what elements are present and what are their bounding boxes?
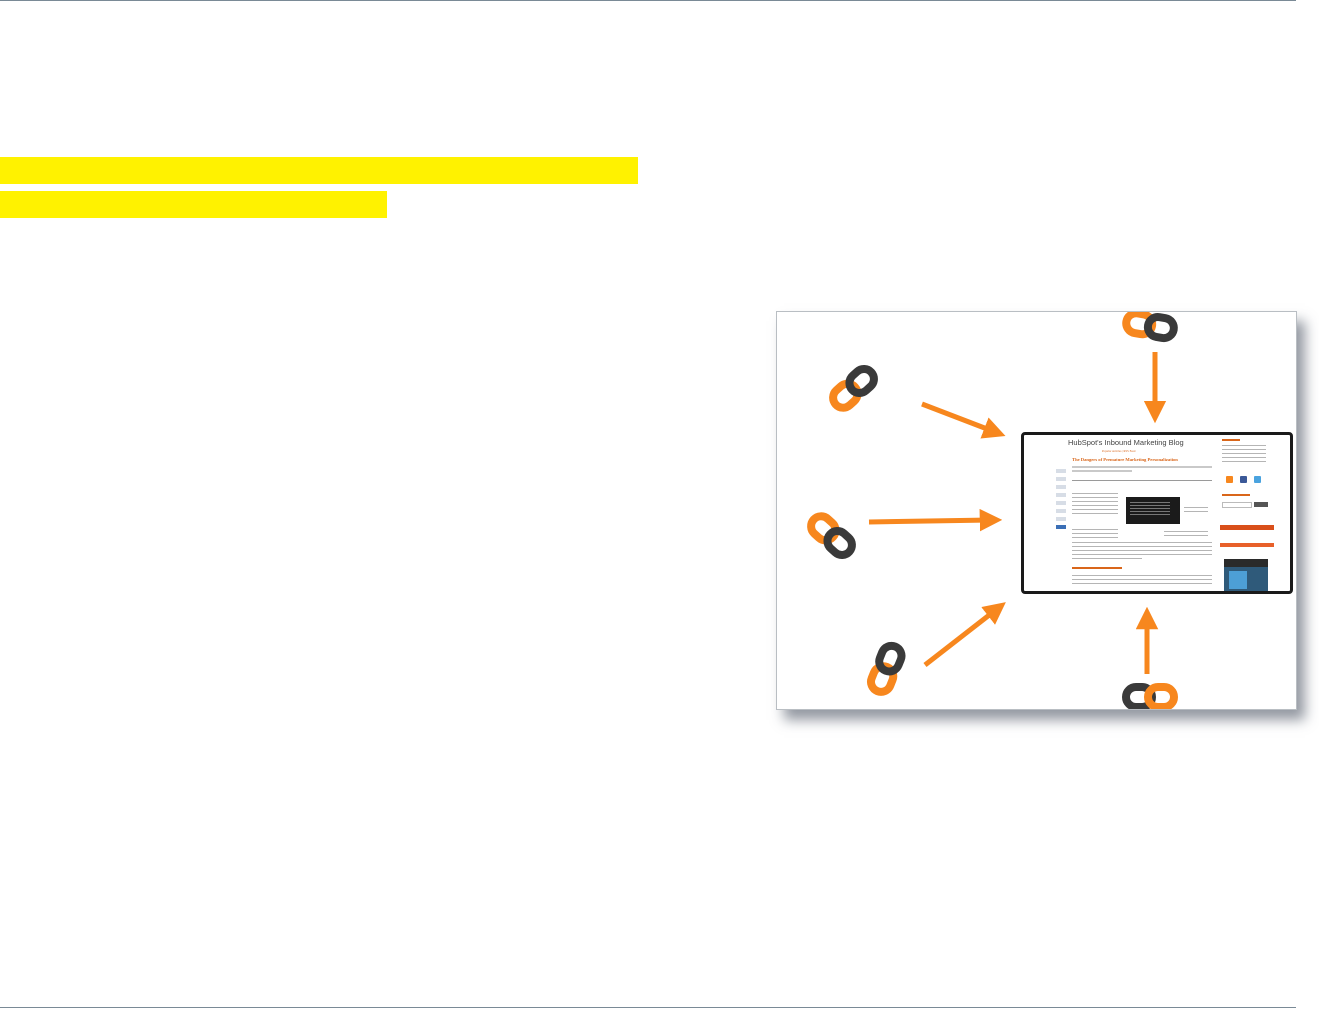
arrow-icon [868, 508, 1003, 532]
share-button [1056, 477, 1066, 481]
highlighted-text-line-1 [0, 157, 638, 184]
share-button [1056, 525, 1066, 529]
text-line [1072, 583, 1212, 585]
email-field [1222, 502, 1252, 508]
text-line [1222, 449, 1266, 451]
post-meta [1072, 470, 1132, 472]
text-line [1222, 453, 1266, 455]
text-line [1222, 457, 1266, 459]
chain-link-icon [1122, 683, 1178, 709]
text-line [1072, 579, 1212, 581]
text-line [1222, 461, 1266, 463]
text-line [1072, 554, 1212, 556]
text-line [1072, 550, 1212, 552]
text-line [1072, 509, 1118, 511]
search-bar [1220, 525, 1274, 530]
divider [1072, 480, 1212, 481]
bottom-rule [0, 1007, 1296, 1008]
twitter-icon [1254, 476, 1261, 483]
text-line [1184, 511, 1208, 513]
sidebar-banner [1220, 543, 1274, 547]
links-and-arrows [807, 312, 1178, 709]
facebook-icon [1240, 476, 1247, 483]
sidebar-heading [1222, 494, 1250, 496]
chain-link-icon [867, 641, 906, 696]
blog-subnav: Popular Articles | RSS Feed [1102, 449, 1136, 453]
blog-sidebar [1220, 435, 1274, 591]
text-line [1072, 533, 1118, 535]
free-ebook-ad [1224, 559, 1268, 591]
text-line [1072, 542, 1212, 544]
text-line [1222, 445, 1266, 447]
rss-icon [1226, 476, 1233, 483]
post-title: The Dangers of Premature Marketing Perso… [1072, 457, 1178, 462]
text-line [1072, 493, 1118, 495]
share-button [1056, 485, 1066, 489]
share-button [1056, 517, 1066, 521]
text-line [1072, 529, 1118, 531]
arrow-icon [923, 602, 1006, 667]
text-line [1072, 558, 1142, 560]
chain-link-icon [807, 512, 856, 560]
text-line [1072, 505, 1118, 507]
chain-link-icon [1122, 312, 1178, 343]
sidebar-heading [1222, 439, 1240, 441]
share-button [1056, 493, 1066, 497]
post-subheading [1072, 567, 1122, 569]
video-embed [1126, 497, 1180, 524]
chain-link-icon [829, 364, 878, 412]
share-button [1056, 501, 1066, 505]
text-line [1164, 531, 1208, 533]
text-line [1184, 507, 1208, 509]
share-button [1056, 509, 1066, 513]
subscribe-button [1254, 502, 1268, 507]
top-rule [0, 0, 1296, 1]
text-line [1072, 537, 1118, 539]
blog-screenshot-thumbnail: HubSpot's Inbound Marketing Blog Popular… [1021, 432, 1293, 594]
highlighted-text-line-2 [0, 191, 387, 218]
text-line [1072, 497, 1118, 499]
share-button [1056, 469, 1066, 473]
blog-title: HubSpot's Inbound Marketing Blog [1068, 438, 1184, 447]
text-line [1072, 501, 1118, 503]
arrow-icon [921, 401, 1006, 439]
text-line [1072, 575, 1212, 577]
text-line [1164, 535, 1208, 537]
backlinks-illustration: HubSpot's Inbound Marketing Blog Popular… [776, 311, 1297, 710]
post-meta [1072, 466, 1212, 468]
text-line [1072, 513, 1118, 515]
text-line [1072, 546, 1212, 548]
